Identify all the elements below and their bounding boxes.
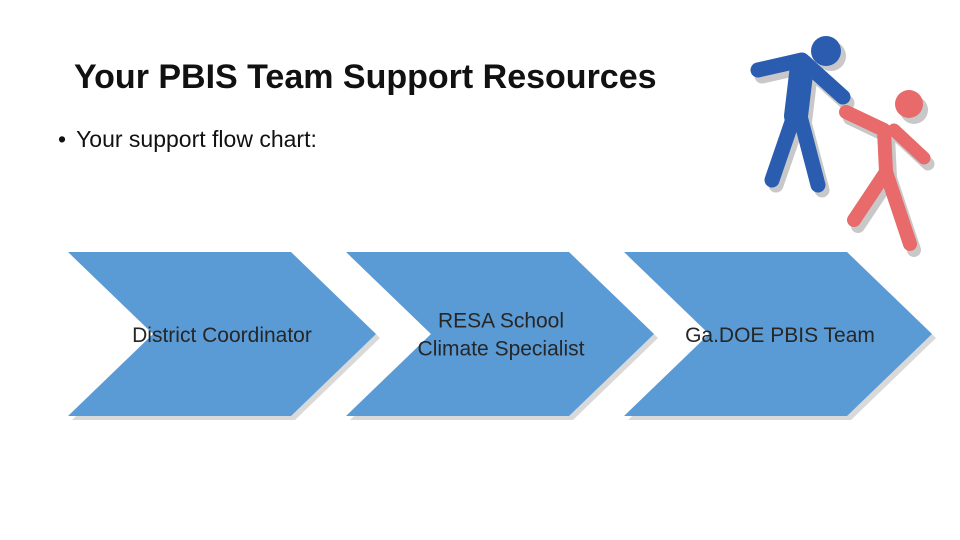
step-label-3: Ga.DOE PBIS Team [685, 323, 875, 347]
bullet-text: Your support flow chart: [76, 126, 317, 152]
slide-title: Your PBIS Team Support Resources [74, 58, 657, 96]
bullet-marker: • [58, 126, 67, 152]
step-label-1: District Coordinator [132, 323, 312, 347]
chevron-step-3 [624, 252, 932, 416]
chevron-step-1 [68, 252, 376, 416]
bullet-item: • Your support flow chart: [58, 126, 317, 153]
step-label-2: RESA School Climate Specialist [417, 309, 585, 361]
chevron-step-2 [346, 252, 654, 416]
